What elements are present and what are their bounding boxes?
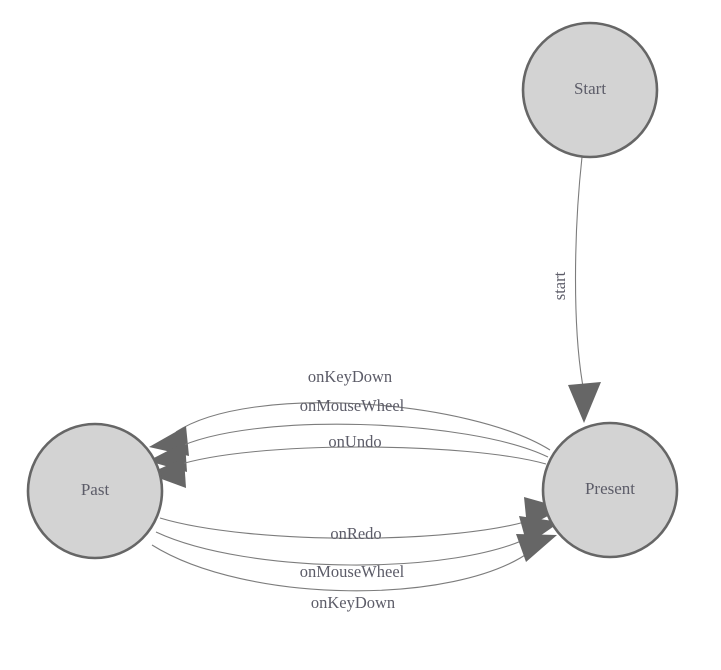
edge-present-to-past-onkeydown-label: onKeyDown [308,367,392,386]
edge-layer: start onKeyDown onMouseWheel onUndo [148,156,601,612]
node-start-label: Start [574,79,606,98]
edge-past-to-present-onredo-line [159,517,539,539]
edge-past-to-present-onmousewheel-label: onMouseWheel [300,562,405,581]
edge-present-to-past-onmousewheel-line [174,423,549,458]
edge-start-to-present-line [574,156,585,393]
edge-past-to-present-onredo[interactable]: onRedo [159,497,563,543]
node-layer: Start Present Past [26,21,679,560]
node-start[interactable]: Start [521,21,659,159]
edge-start-to-present-label: start [550,271,569,300]
node-present-label: Present [585,479,635,498]
edge-past-to-present-onmousewheel-line [155,531,535,566]
edge-past-to-present-onkeydown-label: onKeyDown [311,593,395,612]
edge-present-to-past-onundo[interactable]: onUndo [148,432,547,488]
edge-past-to-present-onkeydown[interactable]: onKeyDown [151,534,557,612]
edge-past-to-present-onkeydown-arrowhead [516,534,557,562]
edge-start-to-present[interactable]: start [550,156,601,423]
edge-present-to-past-onundo-label: onUndo [328,432,381,451]
edge-present-to-past-onundo-line [174,446,547,467]
node-present[interactable]: Present [541,421,679,559]
edge-start-to-present-arrowhead [568,382,601,423]
node-start-circle[interactable] [521,21,659,159]
node-past-circle[interactable] [26,422,164,560]
node-past[interactable]: Past [26,422,164,560]
node-present-circle[interactable] [541,421,679,559]
edge-past-to-present-onkeydown-line [151,544,532,592]
edge-present-to-past-onmousewheel-label: onMouseWheel [300,396,405,415]
edge-present-to-past-onkeydown-line [175,402,551,451]
node-past-label: Past [81,480,110,499]
edge-present-to-past-onundo-arrowhead [148,458,186,488]
edge-past-to-present-onredo-label: onRedo [330,524,381,543]
